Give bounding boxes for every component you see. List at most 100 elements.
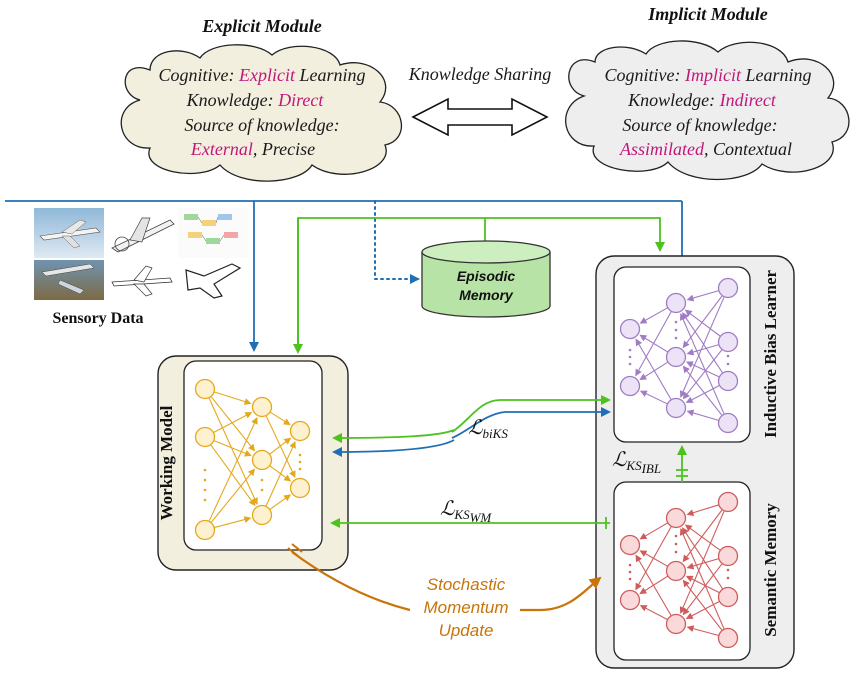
inductive-bias-edge <box>684 309 721 337</box>
stochastic-label-backdrop <box>410 572 520 642</box>
working-model-ellipsis-dot <box>203 488 207 492</box>
working-model-edge <box>214 440 252 457</box>
stochastic-stop-mark-1 <box>287 547 299 557</box>
working-model-ellipsis-dot <box>298 453 302 457</box>
inductive-bias-edge <box>639 361 668 381</box>
semantic-memory-edge <box>679 528 725 630</box>
implicit-cognitive-line: Cognitive: Implicit Learning <box>605 65 812 85</box>
bi-ks-loss-label: ℒbiKS <box>468 417 508 441</box>
inductive-bias-neuron <box>717 412 739 434</box>
semantic-memory-edge <box>635 526 672 591</box>
working-model-edge <box>208 397 258 505</box>
ks-ibl-loss-label: ℒKSIBL <box>612 449 661 476</box>
explicit-source-line: Source of knowledge: <box>184 115 339 135</box>
working-model-ellipsis-dot <box>203 478 207 482</box>
semantic-memory-edge <box>686 625 719 636</box>
inductive-bias-edge <box>682 349 723 400</box>
semantic-memory-edge <box>685 575 720 594</box>
semantic-memory-neuron <box>619 534 641 556</box>
inductive-bias-neuron <box>665 397 687 419</box>
airplane-sketch-thumbnail <box>106 208 176 258</box>
implicit-source-value-line: Assimilated, Contextual <box>619 139 792 159</box>
working-model-edge <box>208 416 258 522</box>
episodic-memory-cylinder <box>421 240 551 318</box>
bi-ks-to-inductive-bias-blue-arrow <box>451 407 611 439</box>
semantic-memory-edge <box>639 575 668 595</box>
inductive-bias-neuron <box>619 375 641 397</box>
knowledge-sharing-double-arrow <box>411 97 549 137</box>
inductive-bias-ellipsis-dot <box>628 348 632 352</box>
inductive-bias-neuron <box>717 370 739 392</box>
inductive-bias-learner-label: Inductive Bias Learner <box>761 269 780 438</box>
semantic-memory-neuron <box>717 491 739 513</box>
inductive-bias-neuron <box>665 346 687 368</box>
semantic-memory-neuron <box>665 560 687 582</box>
working-model-ellipsis-dot <box>203 498 207 502</box>
working-model-edge <box>270 411 291 426</box>
knowledge-sharing-label: Knowledge Sharing <box>408 64 552 84</box>
semantic-memory-neuron <box>717 545 739 567</box>
inductive-bias-edge <box>682 365 723 416</box>
implicit-knowledge-line: Knowledge: Indirect <box>627 90 777 110</box>
working-model-neuron <box>194 519 216 541</box>
stochastic-update-label-line2: Momentum <box>423 598 508 617</box>
working-model-neuron <box>289 477 311 499</box>
semantic-memory-neuron <box>665 507 687 529</box>
episodic-memory-label-line2: Memory <box>459 287 514 303</box>
inductive-bias-edge <box>685 385 720 403</box>
inductive-bias-edge <box>639 307 668 324</box>
stochastic-stop-mark-2 <box>291 543 303 553</box>
explicit-source-value-line: External, Precise <box>190 139 315 159</box>
inductive-bias-ellipsis-dot <box>726 362 730 366</box>
semantic-memory-edge <box>685 601 720 619</box>
semantic-memory-ellipsis-dot <box>628 563 632 567</box>
working-model-neuron <box>289 420 311 442</box>
inductive-bias-edge <box>682 295 723 349</box>
airplane-doodle-thumbnail <box>178 260 248 300</box>
semantic-memory-neuron <box>619 589 641 611</box>
semantic-memory-edge <box>682 509 723 563</box>
working-model-neuron <box>251 504 273 526</box>
inductive-bias-edge <box>635 338 672 400</box>
inductive-bias-edge <box>635 311 672 377</box>
inductive-bias-learner-network <box>619 277 739 434</box>
implicit-module-title: Implicit Module <box>647 4 768 24</box>
inductive-bias-neuron <box>717 331 739 353</box>
stochastic-update-label-line3: Update <box>439 621 494 640</box>
working-model-neuron <box>194 426 216 448</box>
working-model-ellipsis-dot <box>298 467 302 471</box>
semantic-memory-edge <box>686 504 719 517</box>
inductive-bias-ellipsis-dot <box>674 320 678 324</box>
semantic-memory-ellipsis-dot <box>674 542 678 546</box>
explicit-knowledge-line: Knowledge: Direct <box>186 90 325 110</box>
airplane-aerial-photo-thumbnail <box>34 260 104 300</box>
sensory-to-episodic-dotted-arrow <box>374 200 420 284</box>
semantic-memory-edge <box>679 510 725 614</box>
implicit-module-cloud <box>565 40 850 181</box>
working-model-edge <box>214 391 252 405</box>
semantic-memory-ellipsis-dot <box>628 577 632 581</box>
inductive-bias-edge <box>679 313 725 415</box>
working-model-edge <box>210 444 256 507</box>
semantic-memory-edge <box>639 605 668 620</box>
inductive-bias-edge <box>686 409 719 421</box>
implicit-source-line: Source of knowledge: <box>622 115 777 135</box>
semantic-memory-ellipsis-dot <box>674 534 678 538</box>
working-model-label: Working Model <box>157 405 176 520</box>
explicit-module-cloud <box>120 44 402 182</box>
inductive-bias-ellipsis-dot <box>628 362 632 366</box>
working-model-edge <box>210 396 256 452</box>
inductive-bias-edge <box>685 361 720 378</box>
working-model-neuron <box>251 396 273 418</box>
working-model-ellipsis-dot <box>260 488 264 492</box>
ks-wm-loss-label: ℒKSWM <box>440 498 492 525</box>
airplane-photo-thumbnail <box>34 208 104 258</box>
semantic-memory-edge <box>682 527 723 589</box>
inductive-bias-edge <box>682 312 723 373</box>
inductive-bias-edge <box>686 344 719 356</box>
semantic-memory-label: Semantic Memory <box>761 503 780 637</box>
stochastic-update-label-line1: Stochastic <box>427 575 506 594</box>
inductive-bias-ellipsis-dot <box>674 336 678 340</box>
working-model-edge <box>265 441 296 507</box>
